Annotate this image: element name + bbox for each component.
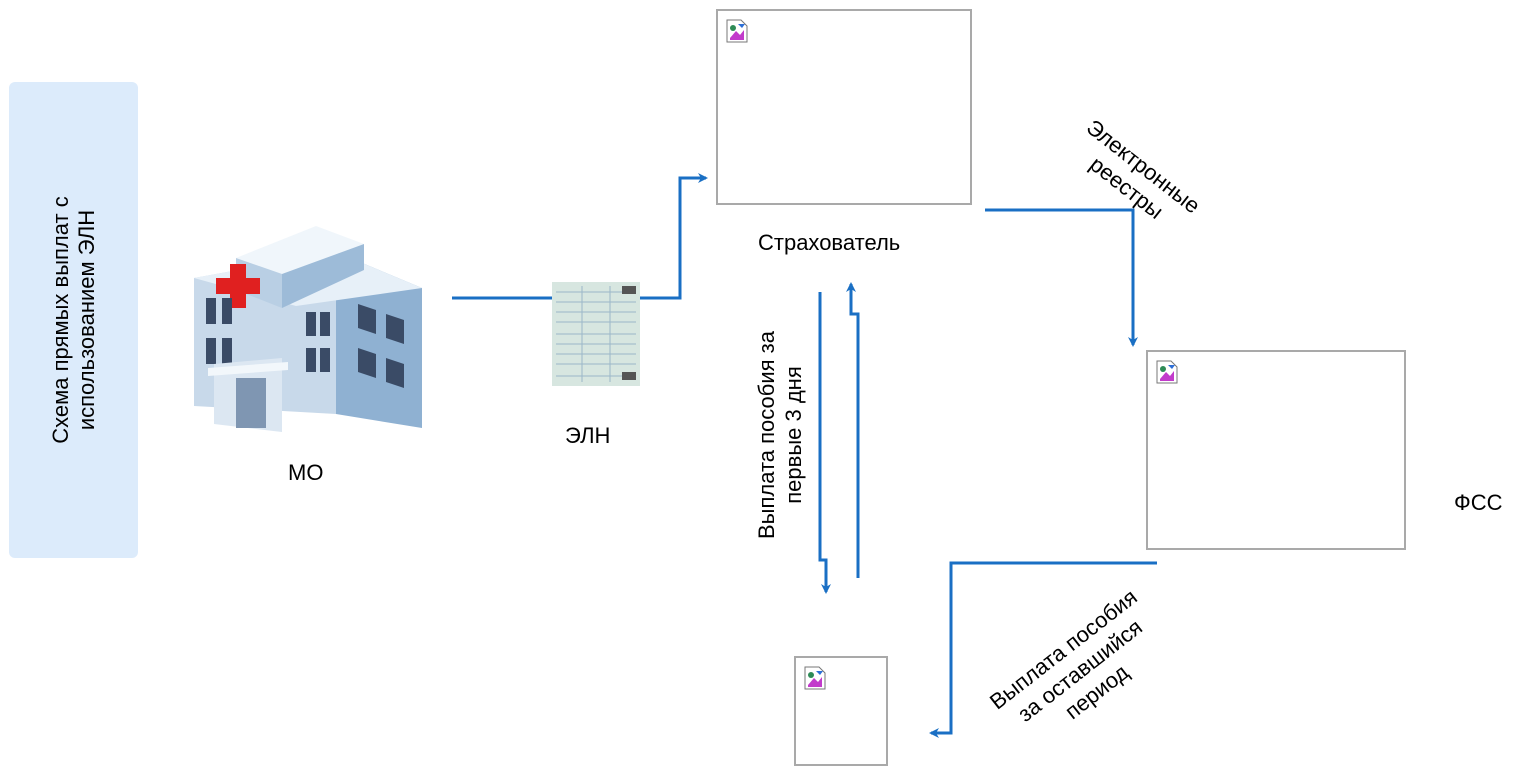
insurer-label: Страхователь	[758, 230, 901, 255]
insurer-image-box	[716, 9, 972, 205]
first3-down-arrow	[818, 292, 831, 594]
rest-period-arrow	[929, 561, 1157, 738]
fss-image-box	[1146, 350, 1406, 550]
broken-image-icon	[1156, 360, 1178, 384]
first3-line2: первые 3 дня	[781, 366, 806, 504]
broken-image-icon	[726, 19, 748, 43]
mo-label: МО	[288, 460, 324, 485]
eln-form-icon	[552, 282, 640, 386]
eln-label: ЭЛН	[565, 423, 611, 448]
broken-image-icon	[804, 666, 826, 690]
registers-arrow	[985, 208, 1138, 347]
first3-up-arrow	[846, 282, 860, 578]
scheme-title-panel: Схема прямых выплат с использованием ЭЛН	[9, 82, 138, 558]
recipient-image-box	[794, 656, 888, 766]
hospital-building-icon	[194, 226, 422, 432]
fss-label: ФСС	[1454, 490, 1503, 515]
eln-to-insurer-arrow	[640, 173, 708, 300]
first3-label: Выплата пособия за первые 3 дня	[753, 325, 807, 545]
first3-line1: Выплата пособия за	[754, 330, 779, 540]
